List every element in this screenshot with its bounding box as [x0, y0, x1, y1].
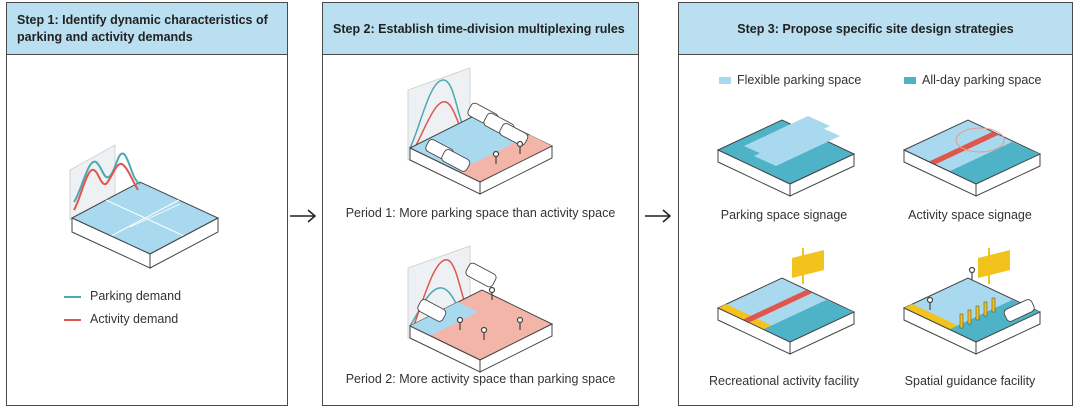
all-day-parking-swatch-icon — [904, 77, 916, 85]
period2-illustration — [407, 245, 554, 373]
period2-caption: Period 2: More activity space than parki… — [345, 372, 616, 386]
flexible-parking-swatch-icon — [719, 77, 731, 85]
step3-header: Step 3: Propose specific site design str… — [679, 3, 1072, 55]
legend-flexible-parking: Flexible parking space — [719, 73, 861, 87]
period1-illustration — [407, 67, 554, 195]
step2-title: Step 2: Establish time-division multiple… — [333, 21, 625, 36]
caption-parking-signage: Parking space signage — [720, 208, 848, 222]
legend-activity-demand-label: Activity demand — [90, 312, 179, 326]
legend-all-day-parking-label: All-day parking space — [922, 73, 1042, 87]
legend-flexible-parking-label: Flexible parking space — [737, 73, 862, 87]
arrow-right-icon — [290, 209, 317, 223]
legend-activity-demand: Activity demand — [64, 312, 178, 326]
recreational-facility-block — [716, 248, 856, 355]
caption-activity-signage: Activity space signage — [908, 208, 1032, 222]
legend-all-day-parking: All-day parking space — [904, 73, 1042, 87]
activity-demand-curve — [73, 162, 139, 211]
activity-demand-line-icon — [64, 318, 81, 321]
arrow-right-icon — [645, 209, 672, 223]
period1-caption: Period 1: More parking space than activi… — [345, 206, 616, 220]
step2-header: Step 2: Establish time-division multiple… — [323, 3, 638, 55]
legend-parking-demand-label: Parking demand — [90, 289, 182, 303]
spatial-guidance-block — [902, 248, 1042, 355]
activity-signage-block — [902, 119, 1042, 197]
parking-demand-curve — [73, 152, 141, 203]
step1-header: Step 1: Identify dynamic characteristics… — [7, 3, 287, 55]
step1-title: Step 1: Identify dynamic characteristics… — [17, 12, 268, 44]
parking-demand-line-icon — [64, 295, 81, 298]
caption-recreational-facility: Recreational activity facility — [708, 374, 860, 388]
parking-signage-block — [716, 116, 856, 197]
caption-spatial-guidance: Spatial guidance facility — [904, 374, 1036, 388]
step1-panel: Step 1: Identify dynamic characteristics… — [6, 2, 288, 406]
step1-demand-block-illustration — [69, 144, 220, 269]
legend-parking-demand: Parking demand — [64, 289, 181, 303]
step3-title: Step 3: Propose specific site design str… — [737, 21, 1014, 36]
